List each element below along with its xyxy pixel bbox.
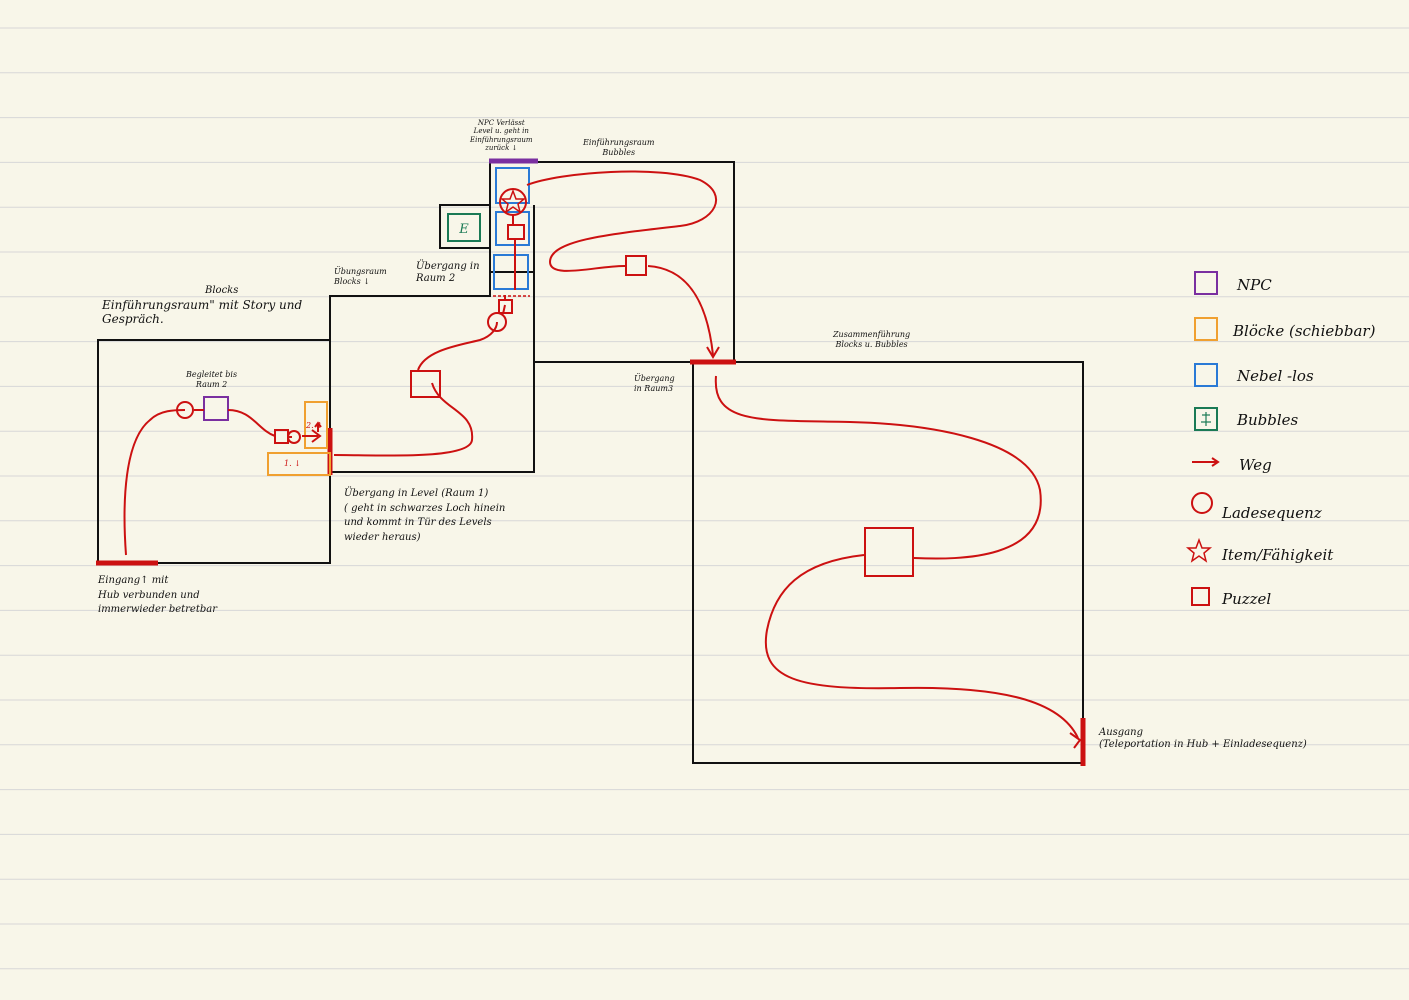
- path-item: [504, 215, 516, 299]
- label-block-2: 2. ↑: [306, 421, 323, 430]
- label-block-1: 1. ↓: [284, 459, 301, 468]
- legend-bubble-label: Bubbles: [1237, 411, 1299, 429]
- legend-npc-icon: [1194, 271, 1218, 295]
- label-npc-leaves: NPC Verlässt Level u. geht in Einführung…: [470, 119, 533, 153]
- puzzle-practice-small: [498, 299, 513, 314]
- room-merge: [692, 361, 1084, 764]
- arrow-path-intro: [311, 429, 322, 443]
- legend-bubble-icon: [1194, 407, 1218, 431]
- legend-path-icon: [1192, 457, 1220, 467]
- puzzle-practice-large: [410, 370, 441, 398]
- legend-load-label: Ladesequenz: [1222, 504, 1322, 522]
- bubble-box-letter: E: [458, 222, 469, 237]
- legend-load-icon: [1191, 492, 1213, 514]
- legend-item-icon: [1185, 537, 1213, 563]
- room-bubble-alcove: [439, 204, 490, 249]
- arrow-block-2: [314, 421, 322, 432]
- path-intro: [123, 409, 318, 556]
- path-practice: [333, 304, 506, 457]
- label-practice-room: Übungsraum Blocks ↓: [334, 267, 387, 286]
- label-transition-room2: Übergang in Raum 2: [416, 261, 480, 284]
- legend-puzzle-label: Puzzel: [1222, 590, 1272, 608]
- npc-box: [203, 396, 229, 421]
- legend-fog-label: Nebel -los: [1237, 367, 1314, 385]
- paper-ruling: [0, 27, 1409, 970]
- legend-fog-icon: [1194, 363, 1218, 387]
- label-transition-level: Übergang in Level (Raum 1) ( geht in sch…: [344, 488, 506, 543]
- puzzle-intro: [274, 429, 289, 444]
- fog-box-middle: [495, 211, 530, 246]
- item-star: [499, 188, 527, 214]
- label-npc-follow: Begleitet bis Raum 2: [186, 370, 238, 389]
- label-intro-top: Blocks: [205, 285, 239, 296]
- room-transition-corridor: [489, 161, 735, 363]
- legend-puzzle-icon: [1191, 587, 1210, 606]
- bubble-box: [447, 213, 481, 242]
- legend-path-label: Weg: [1239, 456, 1272, 474]
- label-entrance: Eingang↑ mit Hub verbunden und immerwied…: [98, 575, 218, 615]
- fog-box-bottom: [493, 254, 529, 290]
- legend-item-label: Item/Fähigkeit: [1222, 546, 1334, 564]
- label-intro-bubbles: Einführungsraum Bubbles: [583, 138, 655, 157]
- arrow-path-exit: [1069, 732, 1082, 749]
- puzzle-fog: [507, 224, 525, 240]
- legend-npc-label: NPC: [1237, 276, 1272, 294]
- label-merge-room: Zusammenführung Blocks u. Bubbles: [833, 330, 911, 349]
- label-intro-room: Einführungsraum" mit Story und Gespräch.: [102, 298, 303, 327]
- load-circle-intro: [176, 401, 194, 419]
- arrow-path-room3: [706, 346, 720, 359]
- puzzle-bubble: [625, 255, 647, 276]
- label-transition-room3: Übergang in Raum3: [634, 374, 675, 393]
- load-circle-practice: [487, 312, 507, 332]
- puzzle-merge: [864, 527, 914, 577]
- path-bubble-room: [526, 170, 717, 356]
- legend-block-icon: [1194, 317, 1218, 341]
- fog-box-top: [495, 167, 530, 204]
- legend-block-label: Blöcke (schiebbar): [1233, 322, 1376, 340]
- path-merge: [714, 375, 1079, 739]
- label-exit: Ausgang (Teleportation in Hub + Einlades…: [1099, 727, 1307, 750]
- block-box-2: [304, 401, 328, 449]
- block-box-1: [267, 452, 331, 476]
